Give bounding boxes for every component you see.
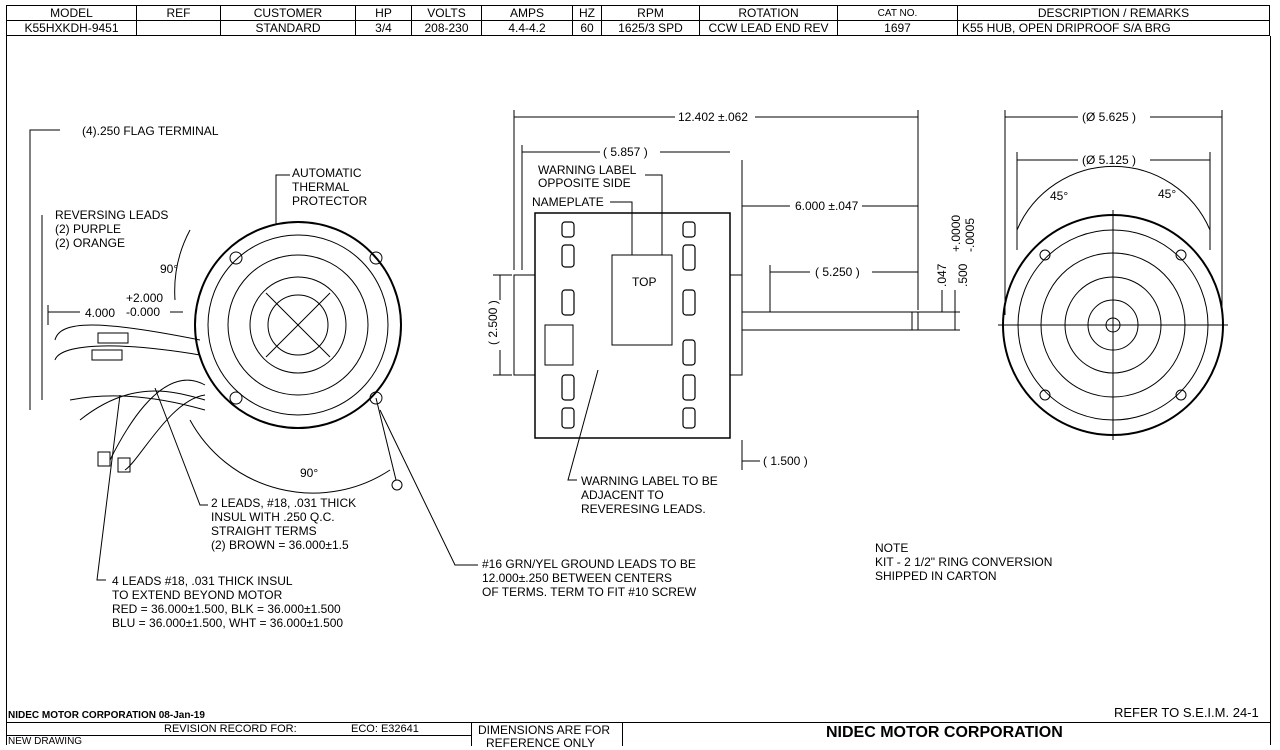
val-amps: 4.4-4.2 <box>481 20 573 36</box>
new-drawing: NEW DRAWING <box>8 736 83 747</box>
leads2-line3: STRAIGHT TERMS <box>211 524 317 538</box>
lead-tol-plus: +2.000 <box>126 291 163 305</box>
lead-end-view <box>29 129 478 581</box>
val-customer: STANDARD <box>220 20 356 36</box>
val-hp: 3/4 <box>355 20 412 36</box>
spec-table: MODEL REF CUSTOMER HP VOLTS AMPS HZ RPM … <box>6 5 1270 36</box>
note-line2: SHIPPED IN CARTON <box>875 569 997 583</box>
thermal-protector-label-2: THERMAL <box>292 180 350 194</box>
leads2-line4: (2) BROWN = 36.000±1.5 <box>211 538 349 552</box>
opposite-end-view <box>998 110 1228 440</box>
angle-top: 90° <box>160 262 178 276</box>
nameplate-label: NAMEPLATE <box>532 195 604 209</box>
dim-047: .047 <box>935 263 949 287</box>
val-catno: 1697 <box>837 20 958 36</box>
ground-line2: 12.000±.250 BETWEEN CENTERS <box>482 571 672 585</box>
warning-label-1: WARNING LABEL <box>538 163 637 177</box>
drawing-frame <box>6 36 1271 745</box>
ground-line3: OF TERMS. TERM TO FIT #10 SCREW <box>482 585 697 599</box>
warning-adj-3: REVERESING LEADS. <box>581 502 706 516</box>
dim-5857: ( 5.857 ) <box>603 145 648 159</box>
dim-5625: (Ø 5.625 ) <box>1082 110 1136 124</box>
corp-date: NIDEC MOTOR CORPORATION 08-Jan-19 <box>8 710 205 721</box>
leads4-line4: BLU = 36.000±1.500, WHT = 36.000±1.500 <box>112 616 343 630</box>
val-description: K55 HUB, OPEN DRIPROOF S/A BRG <box>957 20 1270 36</box>
warning-adj-1: WARNING LABEL TO BE <box>581 474 718 488</box>
flag-terminal-label: (4).250 FLAG TERMINAL <box>82 124 219 138</box>
val-volts: 208-230 <box>411 20 482 36</box>
dim-500: .500 <box>956 263 970 287</box>
leads2-line2: INSUL WITH .250 Q.C. <box>211 510 335 524</box>
refer-seim: REFER TO S.E.I.M. 24-1 <box>1114 705 1259 720</box>
spec-value-row: K55HXKDH-9451 STANDARD 3/4 208-230 4.4-4… <box>6 20 1270 36</box>
warning-adj-2: ADJACENT TO <box>581 488 664 502</box>
angle-45-left: 45° <box>1050 189 1068 203</box>
revision-record: REVISION RECORD FOR: <box>164 723 297 735</box>
company-name: NIDEC MOTOR CORPORATION <box>826 724 1063 741</box>
col-volts: VOLTS <box>411 5 482 21</box>
spec-header-row: MODEL REF CUSTOMER HP VOLTS AMPS HZ RPM … <box>6 5 1270 21</box>
leads4-line2: TO EXTEND BEYOND MOTOR <box>112 588 283 602</box>
reversing-leads-orange: (2) ORANGE <box>55 236 125 250</box>
eco-number: ECO: E32641 <box>351 723 419 735</box>
dims-reference: DIMENSIONS ARE FOR <box>478 723 611 737</box>
dim-5250: ( 5.250 ) <box>815 265 860 279</box>
dim-1500: ( 1.500 ) <box>763 454 808 468</box>
top-label: TOP <box>632 275 656 289</box>
reversing-leads-label: REVERSING LEADS <box>55 208 168 222</box>
ground-line1: #16 GRN/YEL GROUND LEADS TO BE <box>482 557 696 571</box>
tol-500-minus: -.0005 <box>963 218 977 252</box>
lead-length-dim: 4.000 <box>85 306 115 320</box>
overall-length-dim: 12.402 ±.062 <box>678 110 748 124</box>
warning-label-2: OPPOSITE SIDE <box>538 176 631 190</box>
note-line1: KIT - 2 1/2" RING CONVERSION <box>875 555 1052 569</box>
thermal-protector-label: AUTOMATIC <box>292 166 362 180</box>
dim-5125: (Ø 5.125 ) <box>1082 153 1136 167</box>
tol-500-plus: +.0000 <box>949 215 963 252</box>
note-title: NOTE <box>875 541 908 555</box>
reversing-leads-purple: (2) PURPLE <box>55 222 121 236</box>
angle-45-right: 45° <box>1158 187 1176 201</box>
val-rpm: 1625/3 SPD <box>601 20 700 36</box>
lead-tol-minus: -0.000 <box>126 305 160 319</box>
leads4-line1: 4 LEADS #18, .031 THICK INSUL <box>112 574 293 588</box>
dim-6000: 6.000 ±.047 <box>795 199 859 213</box>
leads4-line3: RED = 36.000±1.500, BLK = 36.000±1.500 <box>112 602 341 616</box>
title-block: REVISION RECORD FOR: ECO: E32641 NEW DRA… <box>6 722 1270 750</box>
angle-bottom: 90° <box>300 466 318 480</box>
thermal-protector-label-3: PROTECTOR <box>292 194 367 208</box>
val-rotation: CCW LEAD END REV <box>699 20 838 36</box>
dim-2500: ( 2.500 ) <box>486 300 500 345</box>
leads2-line1: 2 LEADS, #18, .031 THICK <box>211 496 356 510</box>
dims-reference-2: REFERENCE ONLY <box>486 736 596 750</box>
side-view <box>493 110 960 481</box>
